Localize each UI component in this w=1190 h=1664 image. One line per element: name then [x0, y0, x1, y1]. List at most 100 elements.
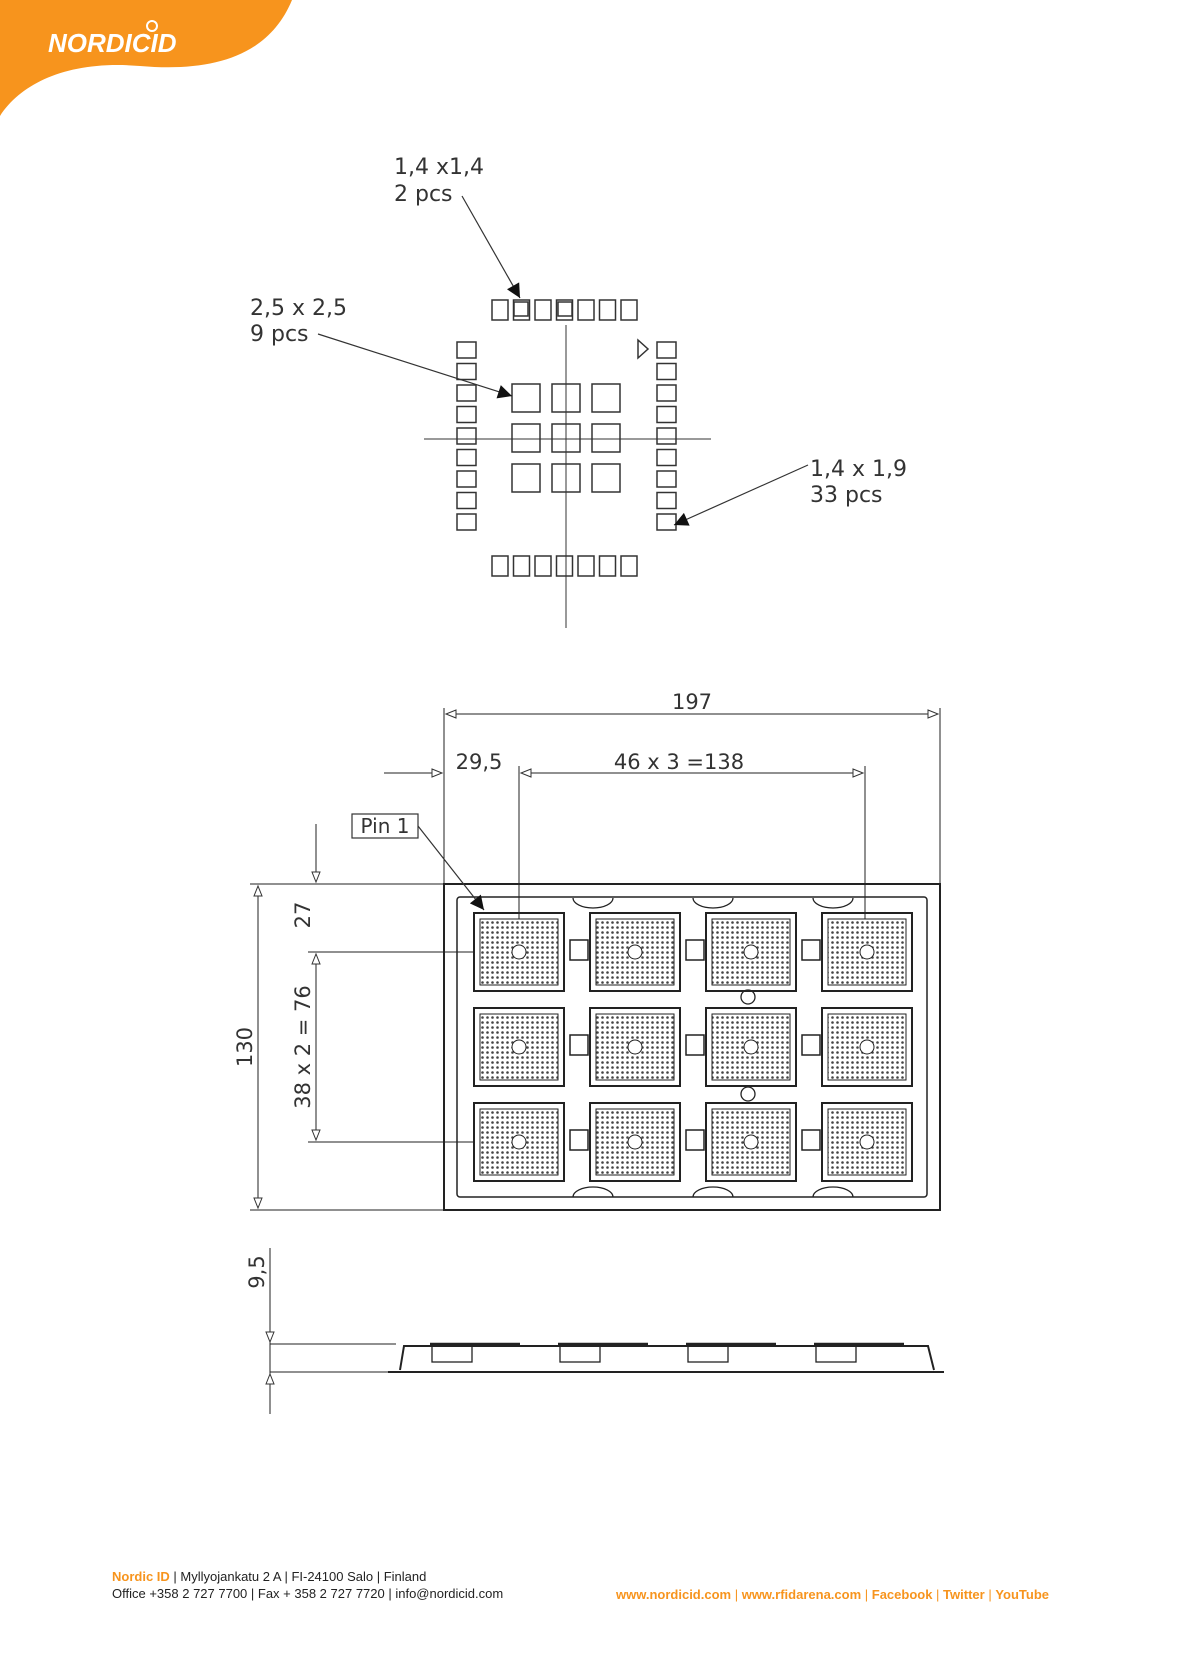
footer-link-youtube[interactable]: YouTube: [995, 1587, 1049, 1602]
tray-spacer: [686, 940, 704, 960]
callout-center-pad-size: 2,5 x 2,5: [250, 296, 347, 321]
logo-swoosh-background: [0, 0, 292, 116]
tray-pocket: [590, 1103, 704, 1181]
footer-links: www.nordicid.com | www.rfidarena.com | F…: [616, 1587, 1049, 1602]
tray-notch: [693, 1187, 733, 1197]
dim-thickness-label: 9,5: [245, 1255, 269, 1288]
tray-pocket: [474, 1008, 588, 1086]
tray-spacer: [686, 1035, 704, 1055]
pad-right: [657, 493, 676, 509]
tray-top-view: [250, 708, 940, 1210]
pad-right: [657, 428, 676, 444]
tray-side-view: [270, 1248, 944, 1414]
side-pocket: [560, 1346, 600, 1362]
pad-left: [457, 493, 476, 509]
footer-address-block: Nordic ID | Myllyojankatu 2 A | FI-24100…: [112, 1568, 503, 1602]
leader-side-pad: [674, 465, 808, 525]
side-pocket: [432, 1346, 472, 1362]
tray-spacer: [570, 1130, 588, 1150]
footer-link-facebook[interactable]: Facebook: [872, 1587, 933, 1602]
pad-center: [512, 464, 540, 492]
pad-center: [512, 424, 540, 452]
tray-pocket: [590, 1008, 704, 1086]
tray-pocket: [822, 913, 912, 991]
footer-link-rfidarena[interactable]: www.rfidarena.com: [742, 1587, 861, 1602]
footer-address: | Myllyojankatu 2 A | FI-24100 Salo | Fi…: [170, 1569, 427, 1584]
pad-bottom: [600, 556, 616, 576]
footer-link-twitter[interactable]: Twitter: [943, 1587, 985, 1602]
dim-offset-label: 29,5: [456, 750, 503, 774]
pad-left: [457, 385, 476, 401]
footprint-callouts: 1,4 x1,4 2 pcs 2,5 x 2,5 9 pcs 1,4 x 1,9…: [250, 155, 907, 525]
tray-notch: [573, 898, 613, 908]
pad-right: [657, 450, 676, 466]
tray-spacer: [686, 1130, 704, 1150]
pad-top: [514, 300, 530, 320]
tray-notch: [573, 1187, 613, 1197]
pad-top: [535, 300, 551, 320]
tray-spacer: [802, 940, 820, 960]
tray-hole: [741, 990, 755, 1004]
callout-center-pad-count: 9 pcs: [250, 322, 309, 347]
tray-pocket: [474, 1103, 588, 1181]
tray-pocket: [822, 1103, 912, 1181]
dim-pitch-x-label: 46 x 3 =138: [614, 750, 744, 774]
pad-bottom: [557, 556, 573, 576]
pad-right: [657, 471, 676, 487]
tray-notch: [813, 1187, 853, 1197]
side-pocket: [816, 1346, 856, 1362]
dim-pitch-y-label: 38 x 2 = 76: [291, 985, 315, 1109]
tray-pockets: [474, 898, 912, 1197]
tray-spacer: [802, 1130, 820, 1150]
pin-label: Pin 1: [361, 814, 410, 838]
dim-width-label: 197: [672, 690, 712, 714]
tray-spacer: [570, 1035, 588, 1055]
pad-top: [600, 300, 616, 320]
pad-left: [457, 471, 476, 487]
tray-spacer: [570, 940, 588, 960]
footer-link-nordicid[interactable]: www.nordicid.com: [616, 1587, 731, 1602]
tray-pocket: [706, 913, 820, 991]
pad-bottom: [492, 556, 508, 576]
footer-address-line: Nordic ID | Myllyojankatu 2 A | FI-24100…: [112, 1568, 503, 1585]
callout-small-pad-count: 2 pcs: [394, 182, 453, 207]
pad-top: [492, 300, 508, 320]
dim-height-label: 130: [233, 1027, 257, 1067]
pin-1-marker: [638, 340, 648, 358]
side-pocket: [688, 1346, 728, 1362]
leader-small-pad: [462, 196, 520, 298]
pad-right: [657, 364, 676, 380]
pad-right: [657, 514, 676, 530]
pad-right: [657, 342, 676, 358]
logo-text: NORDICID: [48, 28, 177, 58]
pad-center: [512, 384, 540, 412]
pad-center: [592, 464, 620, 492]
pad-left: [457, 407, 476, 423]
callout-side-pad-count: 33 pcs: [810, 483, 883, 508]
callout-small-pad-size: 1,4 x1,4: [394, 155, 484, 180]
pad-top: [557, 300, 573, 320]
dim-first-row-label: 27: [291, 902, 315, 929]
leader-center-pad: [318, 334, 512, 396]
tray-hole: [741, 1087, 755, 1101]
pad-bottom: [621, 556, 637, 576]
footer-contacts: Office +358 2 727 7700 | Fax + 358 2 727…: [112, 1585, 503, 1602]
tray-pocket: [706, 1008, 820, 1086]
pad-bottom: [514, 556, 530, 576]
pad-right: [657, 385, 676, 401]
pad-center: [592, 384, 620, 412]
pad-small-square: [558, 302, 572, 316]
tray-notch: [813, 898, 853, 908]
pad-top: [621, 300, 637, 320]
pad-left: [457, 342, 476, 358]
tray-pocket: [706, 1103, 820, 1181]
pad-left: [457, 428, 476, 444]
callout-side-pad-size: 1,4 x 1,9: [810, 457, 907, 482]
pad-left: [457, 364, 476, 380]
tray-pocket: [474, 913, 588, 991]
nordicid-logo: NORDICID: [0, 0, 292, 116]
footer-company: Nordic ID: [112, 1569, 170, 1584]
pad-center: [592, 424, 620, 452]
